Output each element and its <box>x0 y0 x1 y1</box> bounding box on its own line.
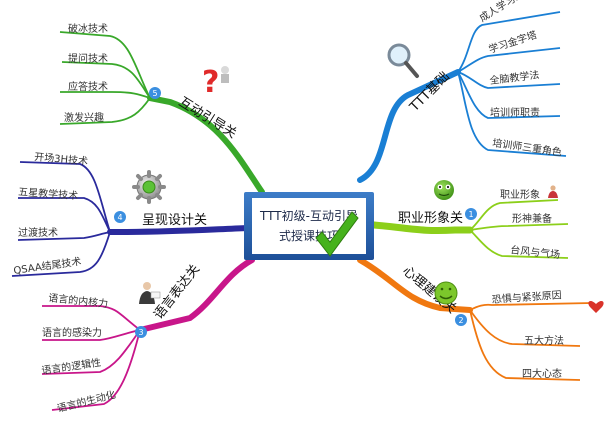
leaf-interact-2[interactable]: 应答技术 <box>68 80 108 93</box>
branch-label-interact[interactable]: 互动引导关 <box>176 95 239 142</box>
svg-text:4: 4 <box>117 213 122 222</box>
speaker-icon <box>139 282 161 304</box>
badge-language: 3 <box>135 326 147 338</box>
gear-icon <box>132 170 166 204</box>
svg-text:1: 1 <box>468 210 473 219</box>
leaf-ttt-2[interactable]: 全脑教学法 <box>489 68 540 87</box>
branch-line-psych <box>357 257 473 313</box>
leaf-language-1[interactable]: 语言的感染力 <box>42 326 102 339</box>
branch-label-design[interactable]: 呈现设计关 <box>142 213 207 228</box>
leaf-psych-2[interactable]: 四大心态 <box>522 367 562 380</box>
magnifier-icon <box>387 43 419 78</box>
svg-text:5: 5 <box>152 89 157 98</box>
leaf-design-2[interactable]: 过渡技术 <box>18 226 58 239</box>
leaf-image-2[interactable]: 台风与气场 <box>510 243 561 261</box>
branch-line-interact <box>147 95 265 195</box>
badge-design: 4 <box>114 211 126 223</box>
central-title-line2: 式授课技巧 <box>279 228 339 243</box>
green-face-icon <box>434 180 454 200</box>
leaf-image-0[interactable]: 职业形象 <box>500 189 540 201</box>
branch-label-image[interactable]: 职业形象关 <box>398 211 463 226</box>
leaf-language-0[interactable]: 语言的内核力 <box>48 291 109 310</box>
badge-image: 1 <box>465 208 477 220</box>
badge-interact: 5 <box>149 87 161 99</box>
leaf-language-3[interactable]: 语言的生动化 <box>56 388 117 415</box>
smiley-icon <box>434 281 458 305</box>
leaf-image-1[interactable]: 形神兼备 <box>512 212 552 225</box>
leaf-psych-0[interactable]: 恐惧与紧张原因 <box>491 289 562 306</box>
leaf-design-0[interactable]: 开场3H技术 <box>34 150 89 168</box>
leaf-interact-0[interactable]: 破冰技术 <box>68 22 108 35</box>
svg-text:2: 2 <box>458 316 463 325</box>
central-topic[interactable]: TTT初级-互动引导 式授课技巧 <box>244 192 374 260</box>
branch-line-language <box>137 257 255 333</box>
leaf-design-1[interactable]: 五星教学技术 <box>18 185 79 202</box>
leaf-psych-1[interactable]: 五大方法 <box>524 334 564 347</box>
presenter-icon <box>548 185 558 198</box>
question-mark-icon: ? <box>202 65 229 100</box>
leaf-interact-3[interactable]: 激发兴趣 <box>64 111 104 124</box>
branch-line-design <box>107 225 251 235</box>
green-checkmark-icon <box>315 211 359 257</box>
central-title-line1: TTT初级-互动引导 <box>259 209 358 223</box>
leaf-ttt-4[interactable]: 培训师三重角色 <box>492 136 563 159</box>
leaf-ttt-3[interactable]: 培训师职责 <box>490 106 540 119</box>
branch-line-ttt <box>357 69 461 183</box>
branch-line-image <box>370 221 474 235</box>
leaf-interact-1[interactable]: 提问技术 <box>68 52 108 65</box>
badge-psych: 2 <box>455 314 467 326</box>
svg-text:3: 3 <box>138 328 143 337</box>
broken-heart-icon <box>588 300 604 313</box>
svg-text:?: ? <box>202 65 219 100</box>
